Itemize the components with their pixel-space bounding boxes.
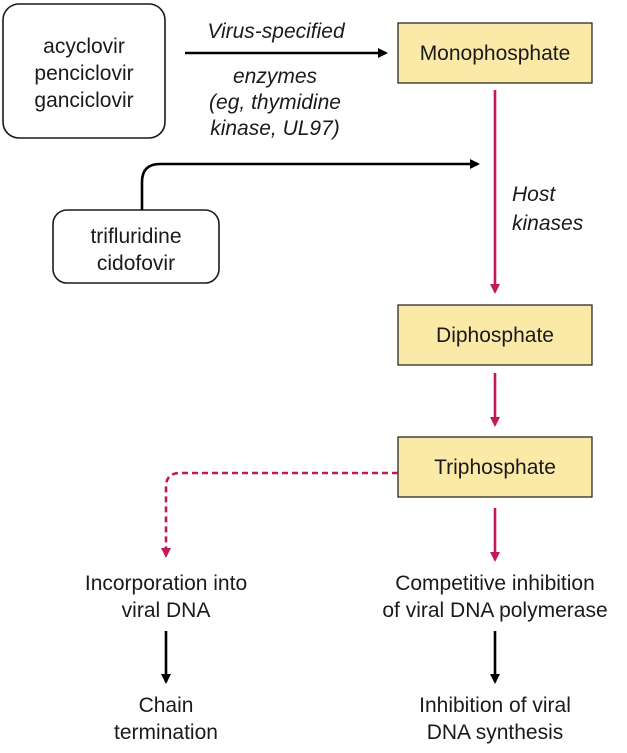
host-kinase-label-line2: kinases [512, 212, 584, 235]
synthesis-inhibition-line2: DNA synthesis [427, 721, 564, 744]
monophosphate-label: Monophosphate [420, 42, 571, 65]
triphosphate-label: Triphosphate [434, 456, 556, 479]
competitive-inhibition-line1: Competitive inhibition [395, 572, 595, 595]
drug-ganciclovir: ganciclovir [34, 89, 133, 112]
incorporation-line1: Incorporation into [85, 572, 247, 595]
virus-enzyme-label-line4: kinase, UL97) [210, 117, 340, 140]
virus-enzyme-label-line2: enzymes [233, 65, 318, 88]
drug-cidofovir: cidofovir [97, 252, 175, 275]
chain-termination-outcome: Chain termination [114, 694, 218, 744]
virus-enzyme-label-line3: (eg, thymidine [209, 91, 341, 114]
competitive-inhibition-outcome: Competitive inhibition of viral DNA poly… [382, 572, 607, 622]
virus-enzyme-label: Virus-specified enzymes (eg, thymidine k… [207, 20, 346, 140]
diphosphate-box: Diphosphate [397, 304, 593, 366]
monophosphate-box: Monophosphate [397, 22, 593, 84]
incorporation-dashed-arrow [161, 471, 398, 558]
synthesis-inhibition-outcome: Inhibition of viral DNA synthesis [419, 694, 571, 744]
drug-penciclovir: penciclovir [34, 62, 133, 85]
drug-box-group1: acyclovir penciclovir ganciclovir [2, 3, 166, 139]
drug-box-group2: trifluridine cidofovir [52, 209, 220, 284]
synthesis-inhibition-line1: Inhibition of viral [419, 694, 571, 717]
triphosphate-box: Triphosphate [397, 436, 593, 498]
incorporation-line2: viral DNA [122, 599, 211, 622]
competitive-inhibition-line2: of viral DNA polymerase [382, 599, 607, 622]
diphosphate-label: Diphosphate [436, 324, 554, 347]
host-kinase-label-line1: Host [512, 183, 556, 206]
drug-trifluridine: trifluridine [90, 225, 181, 248]
chain-termination-line2: termination [114, 721, 218, 744]
drug-acyclovir: acyclovir [43, 35, 125, 58]
virus-enzyme-label-line1: Virus-specified [207, 20, 346, 43]
chain-termination-line1: Chain [139, 694, 194, 717]
host-kinase-label: Host kinases [512, 183, 584, 235]
bypass-arrow [140, 159, 480, 210]
incorporation-outcome: Incorporation into viral DNA [85, 572, 247, 622]
